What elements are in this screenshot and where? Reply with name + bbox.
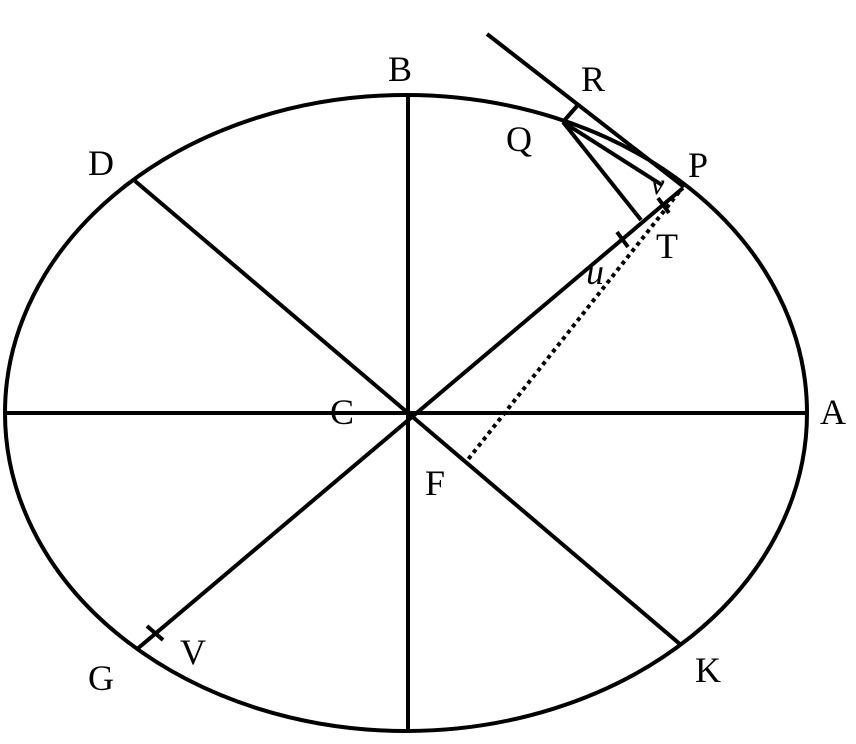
diameter-pg	[134, 186, 685, 652]
label-c: C	[330, 392, 354, 432]
segment-qt	[561, 120, 643, 222]
label-g: G	[88, 658, 114, 698]
label-a: A	[820, 392, 846, 432]
tick-V	[145, 624, 165, 642]
label-f: F	[425, 463, 445, 503]
label-t: T	[656, 226, 678, 266]
label-q: Q	[506, 119, 532, 159]
label-p: P	[688, 145, 708, 185]
diameter-dk	[133, 179, 683, 647]
tick-u	[615, 230, 630, 249]
segment-qr	[561, 104, 579, 124]
label-d: D	[88, 143, 114, 183]
tick-v	[656, 196, 671, 215]
chord-qp	[561, 120, 664, 187]
label-k: K	[695, 650, 721, 690]
label-b: B	[388, 49, 412, 89]
label-r: R	[581, 59, 605, 99]
tangent-line	[485, 32, 686, 189]
label-v-small: v	[651, 168, 665, 201]
label-u-small: u	[586, 252, 604, 292]
dotted-perpendicular-pf	[464, 190, 681, 464]
label-v-capital: V	[180, 632, 206, 672]
